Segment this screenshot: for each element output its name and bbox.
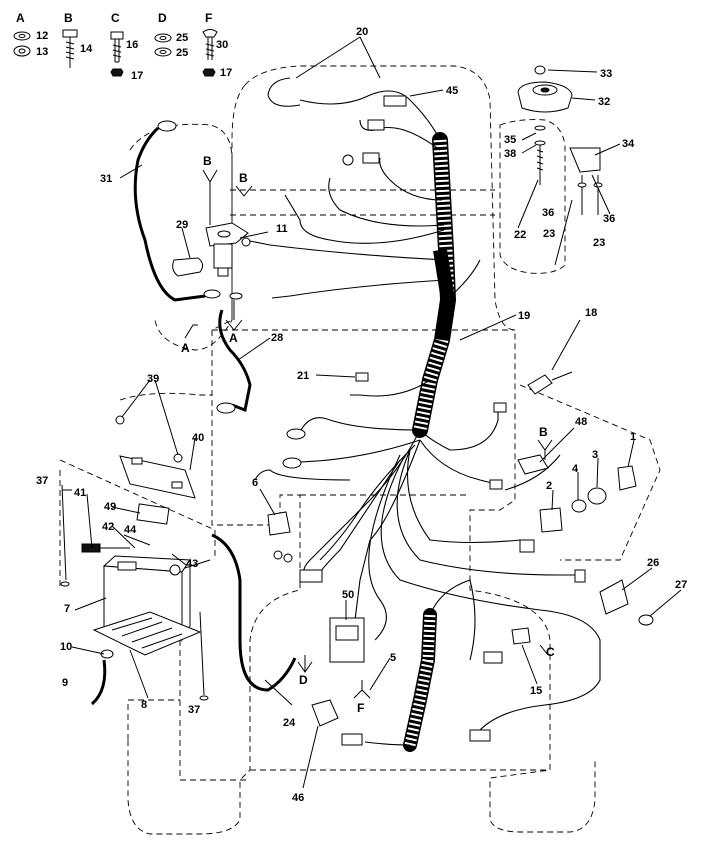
screw-icon [62, 29, 78, 38]
callout: 28 [271, 332, 283, 344]
callout: 20 [356, 26, 368, 38]
callout: 24 [283, 717, 296, 729]
svg-text:30: 30 [216, 39, 228, 51]
reference-markers [184, 169, 553, 699]
key-letter-d: D [158, 11, 167, 25]
boot-icon [172, 257, 204, 277]
main-harness-conduit [412, 132, 457, 438]
callout: 1 [630, 431, 636, 443]
ref-letter-b: B [239, 171, 248, 185]
callout: 40 [192, 432, 204, 444]
callout: 23 [593, 237, 605, 249]
callout: 10 [60, 641, 72, 653]
callout: 41 [74, 487, 86, 499]
callout: 23 [543, 228, 555, 240]
callout: 32 [598, 96, 610, 108]
callout: 4 [572, 463, 579, 475]
callout: 9 [62, 677, 68, 689]
ref-letter-a: A [229, 331, 238, 345]
callout: 37 [36, 475, 48, 487]
callout-numbers: 20 45 33 32 35 38 34 36 36 22 23 23 31 2… [36, 26, 687, 804]
electric-clutch [517, 65, 603, 215]
callout: 27 [675, 579, 687, 591]
callout: 43 [186, 558, 198, 570]
callout: 36 [542, 207, 554, 219]
ring-terminal-icon [157, 120, 177, 132]
tractor-outline [59, 65, 661, 835]
callout: 34 [622, 138, 635, 150]
callout: 35 [504, 134, 516, 146]
callout: 46 [292, 792, 304, 804]
svg-text:14: 14 [80, 43, 93, 55]
bolt-icon [110, 31, 124, 40]
callout: 26 [647, 557, 659, 569]
callout: 15 [530, 685, 542, 697]
ref-letter-f: F [357, 701, 364, 715]
key-letter-f: F [205, 11, 212, 25]
svg-text:25: 25 [176, 32, 188, 44]
battery-hardware [60, 415, 209, 706]
battery-cables [133, 126, 297, 692]
svg-text:25: 25 [176, 47, 188, 59]
callout: 42 [102, 521, 114, 533]
callout: 48 [575, 416, 587, 428]
svg-text:17: 17 [131, 70, 143, 82]
carriage-bolt-icon [202, 29, 218, 38]
callout: 19 [518, 310, 530, 322]
reference-letters: B B B A A C D F [181, 154, 555, 715]
lower-harness-conduit [403, 608, 437, 752]
callout: 36 [603, 213, 615, 225]
callout: 21 [297, 370, 309, 382]
hex-nut-icon [110, 68, 124, 77]
leader-lines [62, 36, 682, 789]
callout: 8 [141, 699, 147, 711]
hex-nut-icon [202, 68, 216, 77]
battery-holddown [119, 455, 196, 525]
svg-text:17: 17 [220, 67, 232, 79]
key-letter-b: B [64, 11, 73, 25]
callout: 7 [64, 603, 70, 615]
callout: 39 [147, 373, 159, 385]
svg-text:13: 13 [36, 46, 48, 58]
hardware-key: A 12 13 B 14 C 16 17 D 25 25 F 30 17 [13, 11, 232, 82]
callout: 6 [252, 477, 258, 489]
callout: 3 [592, 449, 598, 461]
battery-tray [92, 611, 202, 656]
callout: 11 [276, 223, 288, 235]
relay-icon [311, 699, 339, 727]
callout: 2 [546, 480, 552, 492]
callout: 44 [124, 524, 137, 536]
svg-text:16: 16 [126, 39, 138, 51]
ref-letter-a: A [181, 341, 190, 355]
callout: 49 [104, 501, 116, 513]
svg-text:12: 12 [36, 30, 48, 42]
callout: 38 [504, 148, 516, 160]
callout: 5 [390, 652, 396, 664]
key-letter-c: C [111, 11, 120, 25]
callout: 31 [100, 173, 112, 185]
callout: 33 [600, 68, 612, 80]
key-letter-a: A [16, 11, 25, 25]
callout: 45 [446, 85, 458, 97]
ref-letter-b: B [539, 425, 548, 439]
callout: 37 [188, 704, 200, 716]
switches-connectors [267, 95, 654, 746]
ref-letter-b: B [203, 154, 212, 168]
toggle-switch-icon [599, 579, 629, 615]
callout: 22 [514, 229, 526, 241]
callout: 50 [342, 589, 354, 601]
starter-solenoid [157, 120, 251, 414]
ref-letter-d: D [299, 673, 308, 687]
ref-letter-c: C [546, 645, 555, 659]
callout: 29 [176, 219, 188, 231]
key-switch-icon [527, 374, 553, 395]
callout: 18 [585, 307, 597, 319]
